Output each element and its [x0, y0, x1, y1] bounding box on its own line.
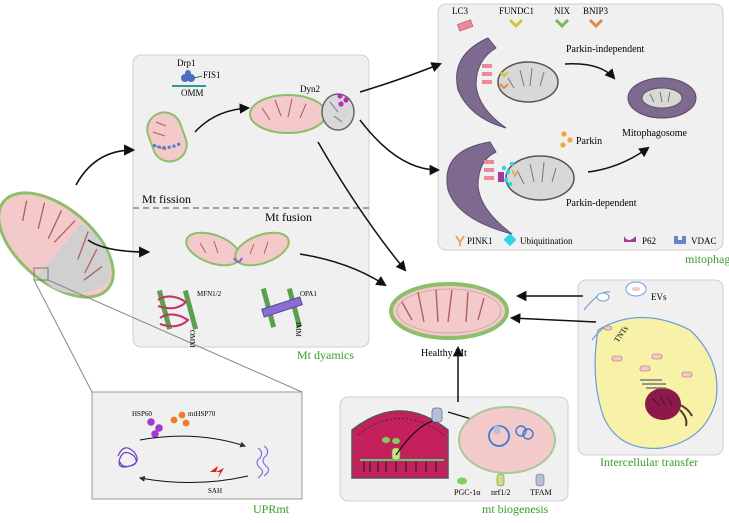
pink1-label: PINK1: [467, 236, 493, 246]
fusion-heading: Mt fusion: [265, 210, 312, 224]
arrow-fission: [194, 103, 251, 133]
upr-diagram: HSP60 mtHSP70 SAH: [117, 410, 270, 495]
fundc1-label: FUNDC1: [499, 6, 534, 16]
opa1-label: OPA1: [300, 290, 317, 298]
imm-label: IMM: [294, 322, 302, 338]
vdac-label: VDAC: [691, 236, 717, 246]
recipient-cell: [594, 317, 718, 450]
tfam-icon: [535, 473, 545, 487]
biogenesis-legend: PGC-1α nrf1/2 TFAM: [454, 473, 552, 497]
opa1-tethering: [260, 287, 303, 328]
evs-label: EVs: [651, 292, 667, 302]
arrow-to-mitophagosome-1: [564, 63, 616, 80]
mthsp70-label: mtHSP70: [188, 410, 216, 418]
zoom-line: [33, 279, 93, 393]
fission-product-pink: [249, 94, 327, 134]
mitophagosome: [627, 77, 697, 119]
upr-caption: UPRmt: [253, 502, 290, 516]
damaged-mito-independent: [497, 61, 559, 103]
ubiquitination-label: Ubiquitination: [520, 236, 573, 246]
fusing-mitochondria: [185, 231, 290, 267]
damaged-mito-dependent: [498, 155, 575, 201]
arrow-to-mitophagosome-2: [587, 146, 650, 173]
phagophore-dependent: [446, 141, 513, 235]
omm-label: OMM: [181, 88, 204, 98]
fis1-label: FIS1: [203, 70, 221, 80]
upr-panel: [91, 391, 303, 500]
mt-dynamics-caption: Mt dyamics: [297, 348, 354, 362]
vdac-icon: [674, 236, 686, 244]
nrf-icon: [496, 473, 505, 487]
tfam-label: TFAM: [530, 488, 552, 497]
mitophagy-bottom-legend: PINK1 Ubiquitination P62 VDAC: [455, 233, 717, 247]
nix-icon: [554, 18, 570, 29]
arrow-fission-to-healthy: [317, 141, 407, 272]
p62-icon: [624, 236, 636, 242]
dividing-mitochondrion: [146, 111, 188, 163]
parkin-independent-label: Parkin-independent: [566, 44, 645, 55]
parkin-label: Parkin: [576, 136, 602, 147]
arrow-to-fission: [75, 144, 136, 186]
pgc1a-label: PGC-1α: [454, 488, 481, 497]
nrf-label: nrf1/2: [491, 488, 511, 497]
dyn2-label: Dyn2: [300, 84, 320, 94]
omm-fusion-label: OMM: [188, 330, 196, 348]
arrow-to-parkin-independent: [359, 62, 442, 93]
tfam-protein: [431, 407, 443, 423]
transfer-caption: Intercellular transfer: [600, 455, 698, 469]
drp1-complex: [172, 70, 206, 87]
mfn-label: MFN1/2: [197, 290, 222, 298]
phagophore-independent: [456, 37, 507, 129]
hsp60-label: HSP60: [132, 410, 152, 418]
fundc1-icon: [508, 18, 524, 29]
biogenesis-caption: mt biogenesis: [482, 502, 549, 516]
fission-heading: Mt fission: [142, 192, 191, 206]
arrow-to-parkin-dependent: [359, 119, 441, 176]
arrow-fusion-to-healthy: [299, 253, 387, 287]
mfn-tethering: [156, 289, 199, 330]
bnip3-label: BNIP3: [583, 6, 609, 16]
parkin-dependent-label: Parkin-dependent: [566, 198, 637, 209]
nucleus-section: [351, 410, 449, 479]
nix-label: NIX: [554, 6, 570, 16]
arrow-tnts-to-healthy: [509, 313, 597, 324]
pink1-icon: [455, 235, 465, 246]
p62-label: P62: [642, 236, 656, 246]
arrow-to-fusion: [87, 239, 151, 258]
biogenesis-mitochondrion: [458, 406, 556, 474]
fission-product-grey: [321, 93, 355, 131]
mitophagy-caption: mitophage: [685, 252, 729, 266]
lc3-label: LC3: [452, 6, 469, 16]
healthy-mitochondrion: [389, 282, 509, 340]
drp1-label: Drp1: [177, 58, 196, 68]
lc3-icon: [457, 19, 474, 32]
mitophagy-top-legend: LC3 FUNDC1 NIX BNIP3: [452, 6, 609, 32]
healthy-mt-label: Healthy Mt: [421, 348, 467, 359]
bnip3-icon: [588, 18, 604, 29]
source-mitochondrion: [0, 191, 115, 299]
mitophagosome-label: Mitophagosome: [622, 128, 688, 139]
sah-label: SAH: [208, 487, 222, 495]
pgc1a-icon: [457, 477, 467, 485]
zoom-line: [47, 279, 303, 393]
ev-vesicle: [596, 292, 610, 302]
